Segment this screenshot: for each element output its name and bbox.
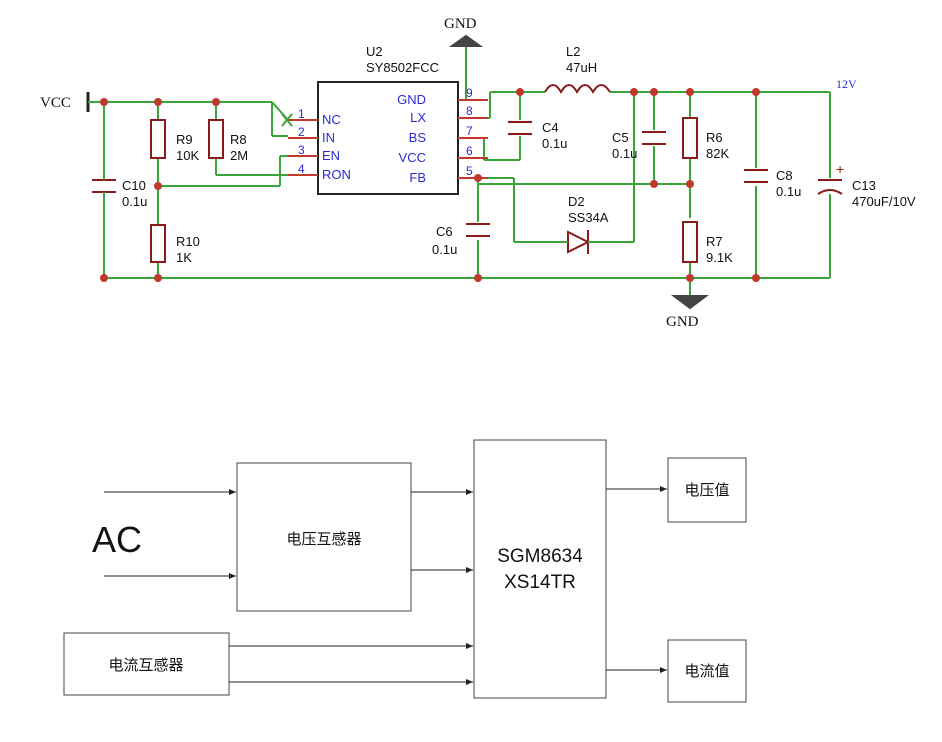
c5-value: 0.1u (612, 146, 637, 161)
r7-value: 9.1K (706, 250, 733, 265)
pin-name-ron: RON (322, 167, 351, 182)
c10-value: 0.1u (122, 194, 147, 209)
r7-ref: R7 (706, 234, 723, 249)
pin-name-lx: LX (410, 110, 426, 125)
gnd-bottom-label: GND (666, 314, 699, 330)
ic-body (317, 81, 459, 195)
r8-ref: R8 (230, 132, 247, 147)
voltage-transformer-label: 电压互感器 (286, 530, 361, 548)
c8-value: 0.1u (776, 184, 801, 199)
r9-ref: R9 (176, 132, 193, 147)
l2-value: 47uH (566, 60, 597, 75)
adc-chip-block (473, 439, 607, 699)
ic-part-label: SY8502FCC (366, 60, 439, 75)
r10-ref: R10 (176, 234, 200, 249)
gnd-top-label: GND (444, 16, 477, 32)
block-diagram: AC 电压互感器 电流互感器 SGM8634 XS14TR 电压值 电流值 (63, 439, 747, 703)
c4-ref: C4 (542, 120, 559, 135)
chip-name-line2: XS14TR (504, 572, 576, 593)
resistor-r8: R8 2M (208, 119, 248, 163)
gnd-top-symbol: GND (444, 16, 484, 47)
pin-num-4: 4 (298, 162, 305, 176)
pin-name-vcc: VCC (399, 150, 426, 165)
ic-ref-label: U2 (366, 44, 383, 59)
pin-num-6: 6 (466, 144, 473, 158)
pin-num-1: 1 (298, 107, 305, 121)
ic-u2: U2 SY8502FCC 1 2 3 4 NC IN EN RON 9 8 7 … (281, 44, 488, 195)
current-transformer-block (63, 632, 230, 696)
output-12v-label: 12V (836, 77, 857, 91)
c13-value: 470uF/10V (852, 194, 916, 209)
pin-name-gnd: GND (397, 92, 426, 107)
capacitor-c8: C8 0.1u (744, 168, 801, 199)
pin-num-3: 3 (298, 143, 305, 157)
l2-ref: L2 (566, 44, 580, 59)
current-value-label: 电流值 (684, 662, 729, 680)
c13-ref: C13 (852, 178, 876, 193)
r6-ref: R6 (706, 130, 723, 145)
d2-ref: D2 (568, 194, 585, 209)
current-transformer-label: 电流互感器 (108, 656, 183, 674)
capacitor-c6: C6 0.1u (432, 223, 490, 257)
voltage-value-block (667, 457, 747, 523)
c6-value: 0.1u (432, 242, 457, 257)
pin-name-nc: NC (322, 112, 341, 127)
d2-value: SS34A (568, 210, 609, 225)
pin-num-9: 9 (466, 86, 473, 100)
c6-ref: C6 (436, 224, 453, 239)
capacitor-c5: C5 0.1u (612, 130, 666, 161)
pin-num-7: 7 (466, 124, 473, 138)
r9-value: 10K (176, 148, 199, 163)
ground-icon (448, 34, 484, 47)
current-value-block (667, 639, 747, 703)
pin-name-en: EN (322, 148, 340, 163)
pin-num-5: 5 (466, 164, 473, 178)
resistor-r7: R7 9.1K (682, 221, 733, 265)
vcc-label: VCC (40, 95, 71, 111)
ground-icon (671, 295, 709, 310)
pin-name-fb: FB (409, 170, 426, 185)
resistor-r6: R6 82K (682, 117, 729, 161)
voltage-transformer-block (236, 462, 412, 612)
vcc-symbol: VCC (40, 92, 104, 112)
pin-num-8: 8 (466, 104, 473, 118)
pin-name-in: IN (322, 130, 335, 145)
c5-ref: C5 (612, 130, 629, 145)
capacitor-c4: C4 0.1u (508, 120, 567, 151)
voltage-value-label: 电压值 (684, 481, 729, 499)
ac-label: AC (92, 519, 142, 560)
r6-value: 82K (706, 146, 729, 161)
schematic-wires (103, 46, 831, 296)
resistor-r9: R9 10K (150, 119, 199, 163)
chip-name-line1: SGM8634 (497, 546, 583, 567)
diode-d2: D2 SS34A (560, 194, 609, 254)
gnd-bottom-symbol: GND (666, 295, 709, 330)
capacitor-c13: + C13 470uF/10V (817, 161, 916, 209)
c4-value: 0.1u (542, 136, 567, 151)
inductor-l2: L2 47uH (544, 44, 611, 95)
c8-ref: C8 (776, 168, 793, 183)
junction-dots (100, 88, 760, 282)
pin-num-2: 2 (298, 125, 305, 139)
c10-ref: C10 (122, 178, 146, 193)
r8-value: 2M (230, 148, 248, 163)
capacitor-c10: C10 0.1u (92, 176, 147, 209)
polarity-plus-icon: + (836, 161, 844, 177)
pin-name-bs: BS (409, 130, 427, 145)
r10-value: 1K (176, 250, 192, 265)
resistor-r10: R10 1K (150, 224, 200, 265)
